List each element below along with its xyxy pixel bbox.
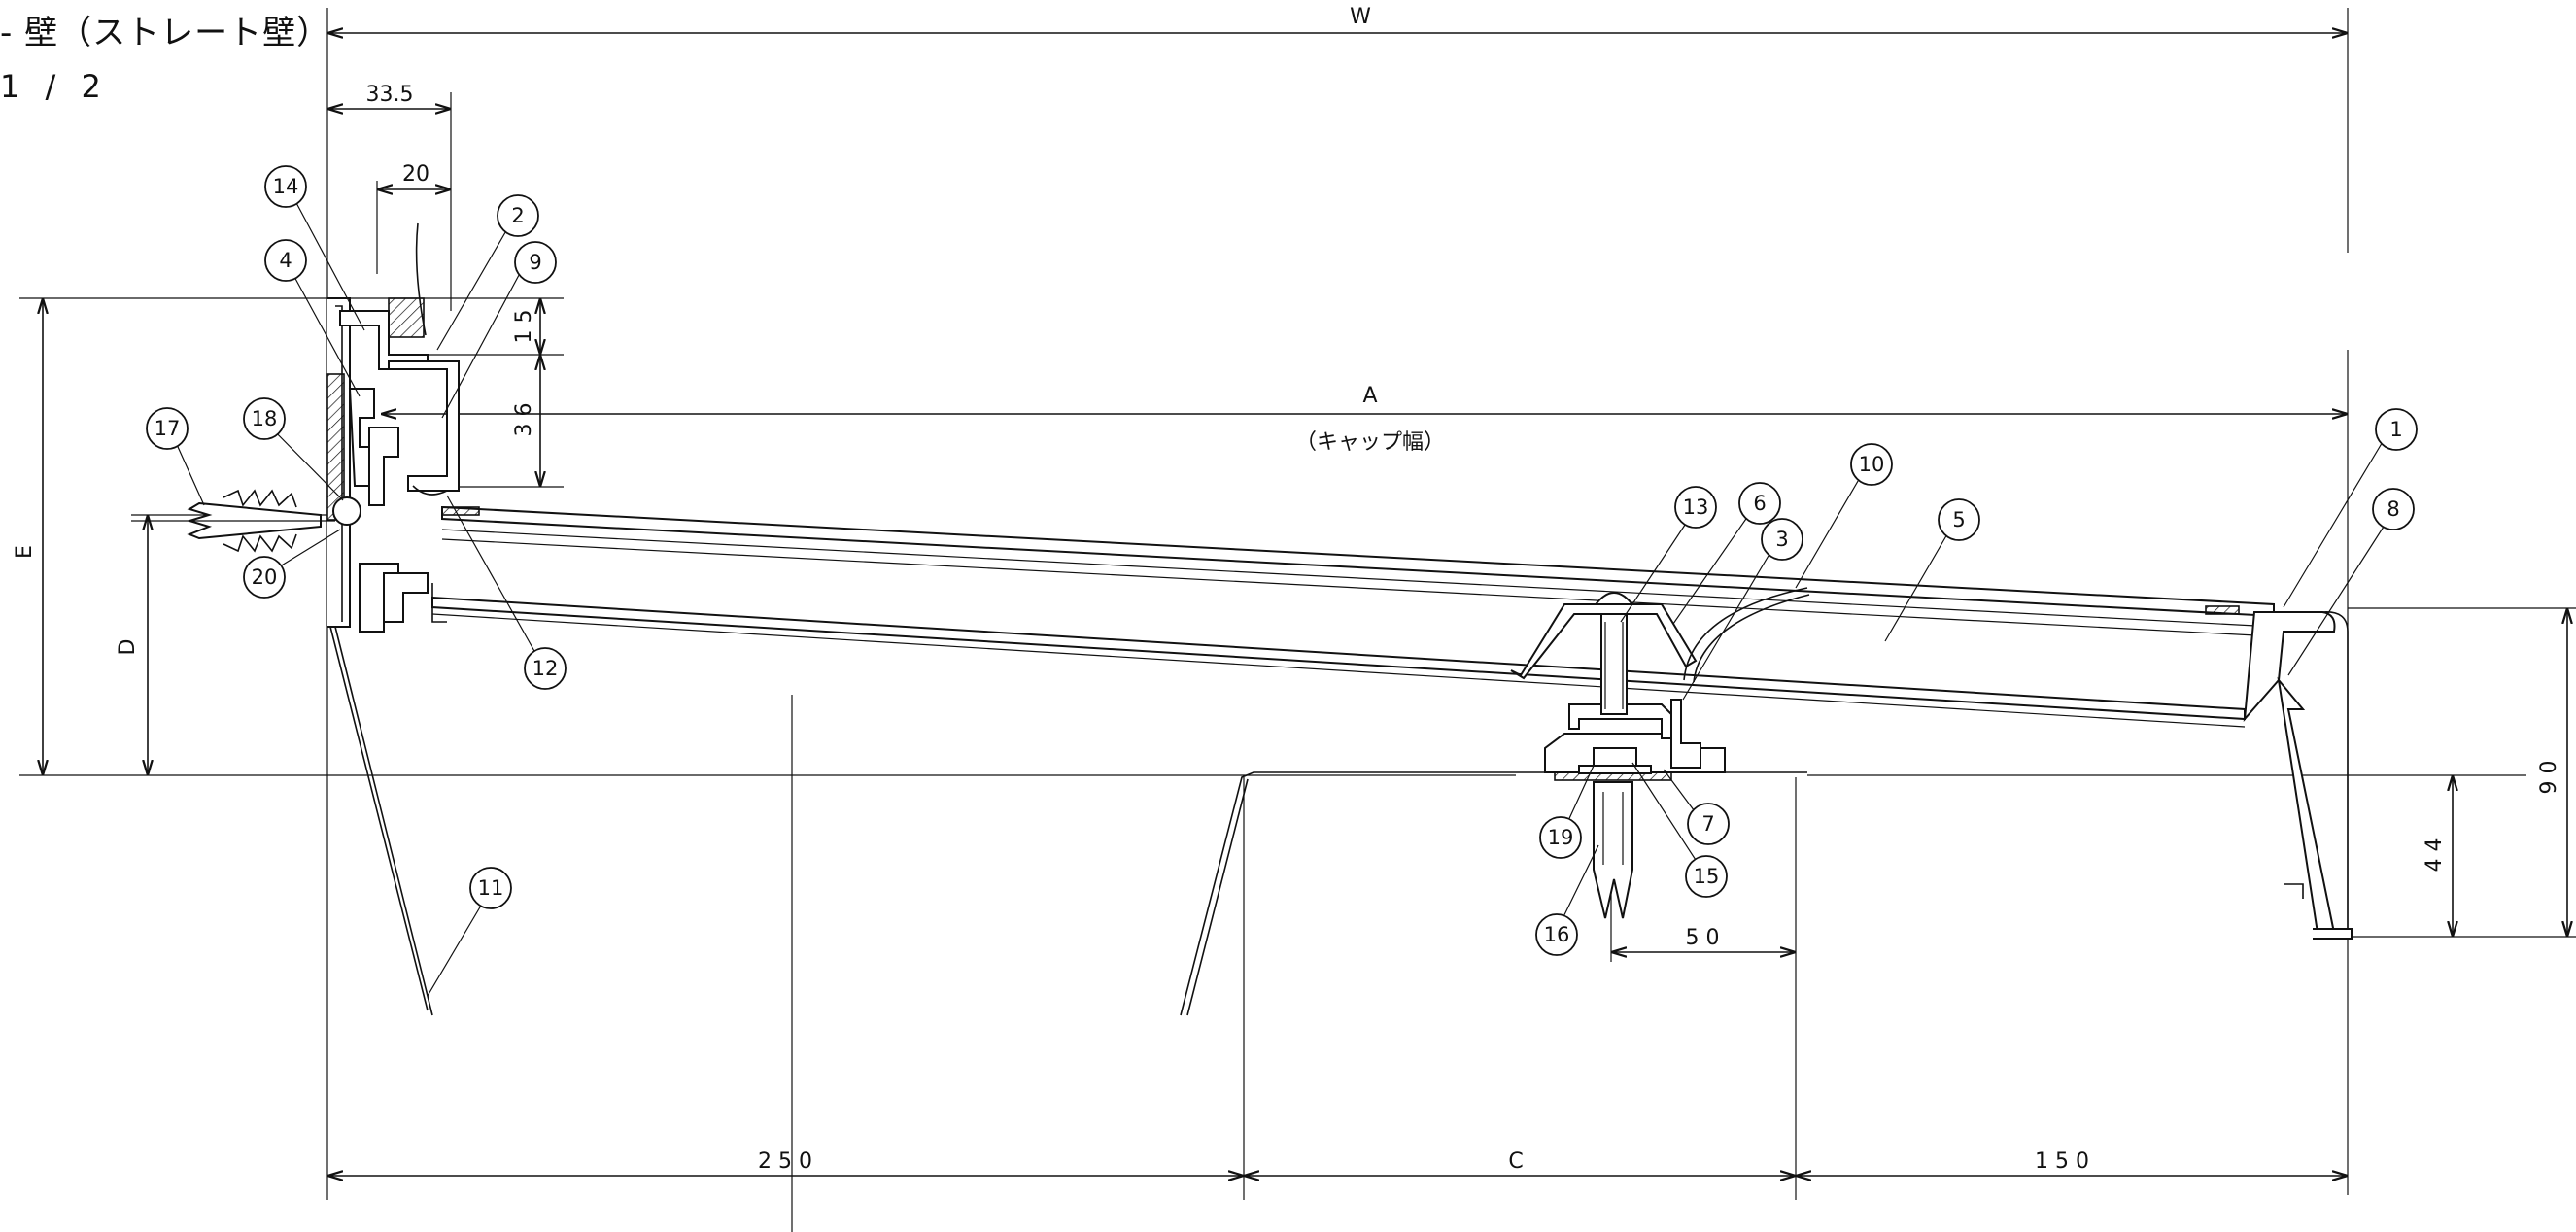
- svg-text:10: 10: [1859, 453, 1885, 476]
- callout-5: 5: [1938, 498, 1980, 541]
- dim-e: E: [13, 545, 37, 559]
- callout-6: 6: [1738, 482, 1781, 525]
- svg-text:15: 15: [1694, 865, 1720, 888]
- dim-c: C: [1508, 1149, 1523, 1174]
- dim-50: 5 0: [1686, 926, 1720, 950]
- dim-44: 4 4: [2422, 838, 2447, 873]
- callout-7: 7: [1687, 803, 1730, 845]
- sheet-number: 1 / 2: [0, 68, 109, 105]
- structure: [131, 222, 2353, 1016]
- svg-text:7: 7: [1701, 812, 1714, 836]
- dim-d: D: [116, 639, 140, 656]
- dim-15: 1 5: [512, 310, 536, 344]
- callout-4: 4: [264, 239, 307, 282]
- callout-10: 10: [1850, 443, 1893, 486]
- svg-text:11: 11: [478, 876, 504, 900]
- callout-8: 8: [2372, 488, 2415, 530]
- callout-18: 18: [243, 397, 286, 440]
- dimension-lines: [19, 8, 2576, 1232]
- dim-w: W: [1350, 5, 1371, 29]
- callout-9: 9: [514, 241, 557, 284]
- callout-13: 13: [1674, 486, 1717, 529]
- dim-a: A: [1362, 384, 1377, 408]
- callout-3: 3: [1761, 518, 1803, 561]
- svg-text:5: 5: [1952, 508, 1965, 531]
- dim-20: 20: [402, 162, 429, 187]
- svg-text:13: 13: [1683, 496, 1709, 519]
- callout-19: 19: [1539, 816, 1582, 859]
- svg-text:2: 2: [511, 204, 524, 227]
- callout-15: 15: [1685, 855, 1728, 898]
- callout-1: 1: [2375, 408, 2418, 451]
- callout-2: 2: [497, 194, 539, 237]
- svg-text:19: 19: [1548, 826, 1574, 849]
- svg-text:12: 12: [532, 657, 559, 680]
- dimension-labels: W 33.5 20 A （キャップ幅） C 2 5 0 1 5 0 5 0 E …: [13, 5, 2561, 1174]
- svg-text:1: 1: [2389, 418, 2402, 441]
- callout-16: 16: [1535, 913, 1578, 956]
- svg-text:8: 8: [2387, 497, 2399, 521]
- callout-14: 14: [264, 165, 307, 208]
- dim-36: 3 6: [512, 403, 536, 437]
- svg-text:20: 20: [252, 565, 278, 589]
- callout-17: 17: [146, 407, 189, 450]
- svg-text:14: 14: [273, 175, 299, 198]
- svg-text:17: 17: [155, 417, 181, 440]
- drawing-title: - 壁（ストレート壁）: [0, 14, 331, 52]
- svg-text:16: 16: [1544, 923, 1570, 946]
- svg-text:3: 3: [1775, 528, 1788, 551]
- callout-12: 12: [524, 647, 567, 690]
- svg-text:18: 18: [252, 407, 278, 430]
- callout-11: 11: [469, 867, 512, 909]
- svg-text:4: 4: [279, 249, 292, 272]
- dim-250: 2 5 0: [758, 1149, 812, 1174]
- dim-33-5: 33.5: [366, 83, 414, 107]
- dim-150: 1 5 0: [2035, 1149, 2089, 1174]
- svg-text:9: 9: [529, 251, 541, 274]
- callout-20: 20: [243, 556, 286, 599]
- dim-90: 9 0: [2537, 761, 2561, 795]
- svg-text:6: 6: [1753, 492, 1766, 515]
- dim-cap-width: （キャップ幅）: [1295, 430, 1445, 455]
